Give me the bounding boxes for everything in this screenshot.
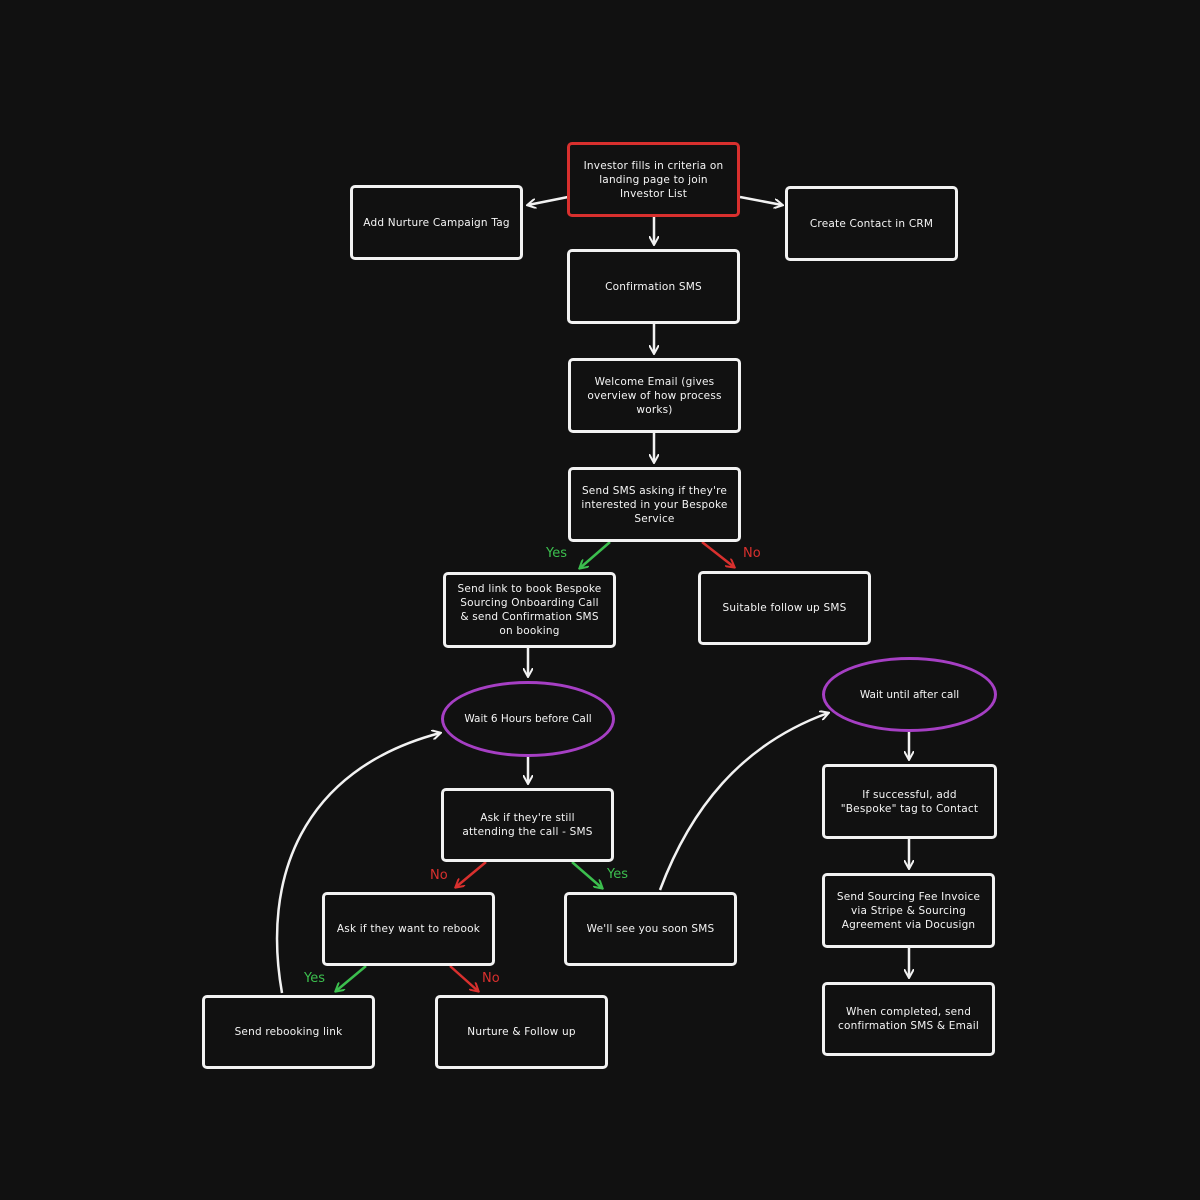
- edge-yes-to-booking-link: [580, 541, 611, 568]
- node-start: Investor fills in criteria on landing pa…: [567, 142, 740, 217]
- node-see-you-soon: We'll see you soon SMS: [564, 892, 737, 966]
- edge-no-to-follow-up: [701, 541, 734, 567]
- label-yes-rebook: Yes: [304, 971, 325, 986]
- node-send-invoice: Send Sourcing Fee Invoice via Stripe & S…: [822, 873, 995, 948]
- node-rebooking-link: Send rebooking link: [202, 995, 375, 1069]
- node-ask-attending: Ask if they're still attending the call …: [441, 788, 614, 862]
- node-nurture-campaign-tag: Add Nurture Campaign Tag: [350, 185, 523, 260]
- label-yes-attending: Yes: [607, 867, 628, 882]
- edge-yes-to-see-you-soon: [571, 861, 602, 888]
- label-no-attending: No: [430, 868, 448, 883]
- label-no-rebook: No: [482, 971, 500, 986]
- node-nurture-follow-up: Nurture & Follow up: [435, 995, 608, 1069]
- node-wait-until-after-call: Wait until after call: [822, 657, 997, 732]
- node-follow-up-sms: Suitable follow up SMS: [698, 571, 871, 645]
- node-completed: When completed, send confirmation SMS & …: [822, 982, 995, 1056]
- node-ask-bespoke: Send SMS asking if they're interested in…: [568, 467, 741, 542]
- label-yes-bespoke: Yes: [546, 546, 567, 561]
- node-add-bespoke-tag: If successful, add "Bespoke" tag to Cont…: [822, 764, 997, 839]
- edge-rebooking-back-to-wait: [275, 733, 440, 994]
- node-confirmation-sms: Confirmation SMS: [567, 249, 740, 324]
- node-send-booking-link: Send link to book Bespoke Sourcing Onboa…: [443, 572, 616, 648]
- edge-start-to-create-contact: [739, 195, 782, 205]
- node-ask-rebook: Ask if they want to rebook: [322, 892, 495, 966]
- edge-no-to-ask-rebook: [456, 861, 487, 887]
- edge-no-to-nurture-follow-up: [449, 965, 478, 991]
- node-create-contact: Create Contact in CRM: [785, 186, 958, 261]
- edge-start-to-nurture-tag: [528, 195, 569, 205]
- edge-yes-to-rebooking-link: [336, 965, 367, 991]
- label-no-bespoke: No: [743, 546, 761, 561]
- node-wait-6-hours: Wait 6 Hours before Call: [441, 681, 615, 757]
- node-welcome-email: Welcome Email (gives overview of how pro…: [568, 358, 741, 433]
- edge-see-you-soon-to-wait-after-call: [658, 713, 828, 891]
